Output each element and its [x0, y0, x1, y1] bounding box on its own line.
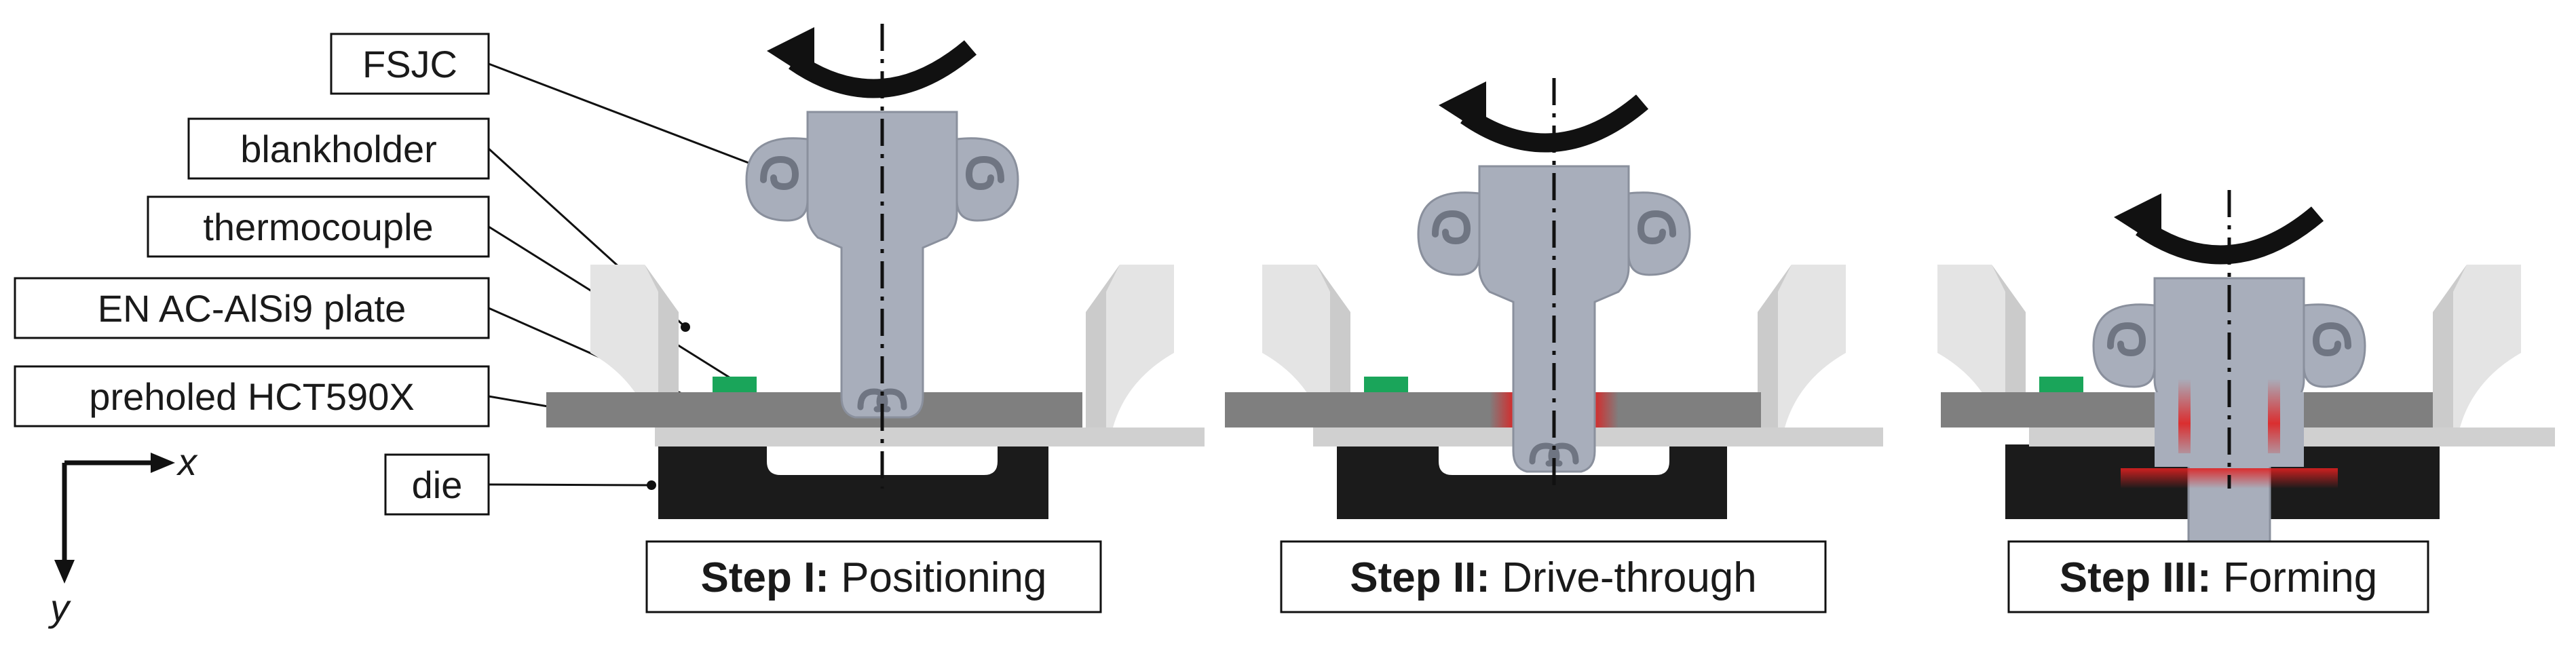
arrow-right-icon	[151, 453, 175, 473]
legend-item-fsjc: FSJC	[330, 33, 887, 218]
step-gap	[2212, 554, 2223, 601]
axis-x-label: x	[176, 440, 198, 483]
rotation-arrow-icon	[767, 27, 977, 98]
axis-indicator: x y	[48, 440, 198, 629]
preholed-sheet	[655, 428, 1205, 446]
blankholder-right	[1086, 265, 1174, 428]
legend-item-thermocouple: thermocouple	[147, 195, 755, 395]
legend-labels: FSJC blankholder thermocouple EN AC-AlSi9 p…	[14, 33, 887, 516]
step-label: Step II:	[1350, 554, 1490, 601]
heat-zone-right	[2268, 379, 2280, 453]
step-gap	[1490, 554, 1502, 601]
panel-step-3	[1937, 190, 2555, 584]
legend-label-die: die	[412, 463, 463, 506]
step-text: Positioning	[841, 554, 1046, 601]
svg-text:Step III: Forming: Step III: Forming	[2060, 554, 2378, 601]
step-caption-3: Step III: Forming	[2007, 540, 2429, 613]
legend-label-plate: EN AC-AlSi9 plate	[98, 287, 406, 330]
leader-dot-die	[647, 480, 656, 490]
thermocouple-marker	[1364, 377, 1408, 392]
step-gap	[829, 554, 841, 601]
svg-text:Step I: Positioning: Step I: Positioning	[701, 554, 1047, 601]
step-label: Step III:	[2060, 554, 2212, 601]
preholed-sheet	[1313, 428, 1883, 446]
panel-step-1	[546, 24, 1205, 519]
legend-label-thermocouple: thermocouple	[203, 206, 433, 248]
arrow-down-icon	[54, 560, 75, 584]
legend-label-blankholder: blankholder	[240, 128, 437, 170]
alsi9-plate	[546, 392, 1082, 428]
step-caption-1: Step I: Positioning	[645, 540, 1102, 613]
heat-zone-left	[1490, 392, 1517, 428]
rotation-arrow-icon	[1439, 81, 1649, 153]
thermocouple-marker	[2039, 377, 2083, 392]
step-text: Drive-through	[1502, 554, 1757, 601]
axis-y-label: y	[48, 586, 71, 629]
leader-dot-blankholder	[681, 322, 690, 332]
step-caption-2: Step II: Drive-through	[1280, 540, 1827, 613]
legend-item-sheet: preholed HCT590X	[14, 365, 775, 449]
legend-item-die: die	[384, 453, 656, 516]
legend-label-fsjc: FSJC	[362, 43, 457, 86]
thermocouple-marker	[713, 377, 757, 392]
heat-zone-left	[2178, 379, 2191, 453]
legend-label-sheet: preholed HCT590X	[89, 375, 414, 418]
blankholder-right	[1758, 265, 1846, 428]
blankholder-right	[2433, 265, 2521, 428]
svg-text:Step II: Drive-through: Step II: Drive-through	[1350, 554, 1757, 601]
step-label: Step I:	[701, 554, 829, 601]
rotation-arrow-icon	[2114, 193, 2324, 265]
step-text: Forming	[2223, 554, 2377, 601]
heat-zone-right	[1591, 392, 1618, 428]
legend-item-blankholder: blankholder	[187, 117, 690, 332]
panel-step-2	[1225, 78, 1883, 519]
leader-line-die	[488, 483, 652, 487]
